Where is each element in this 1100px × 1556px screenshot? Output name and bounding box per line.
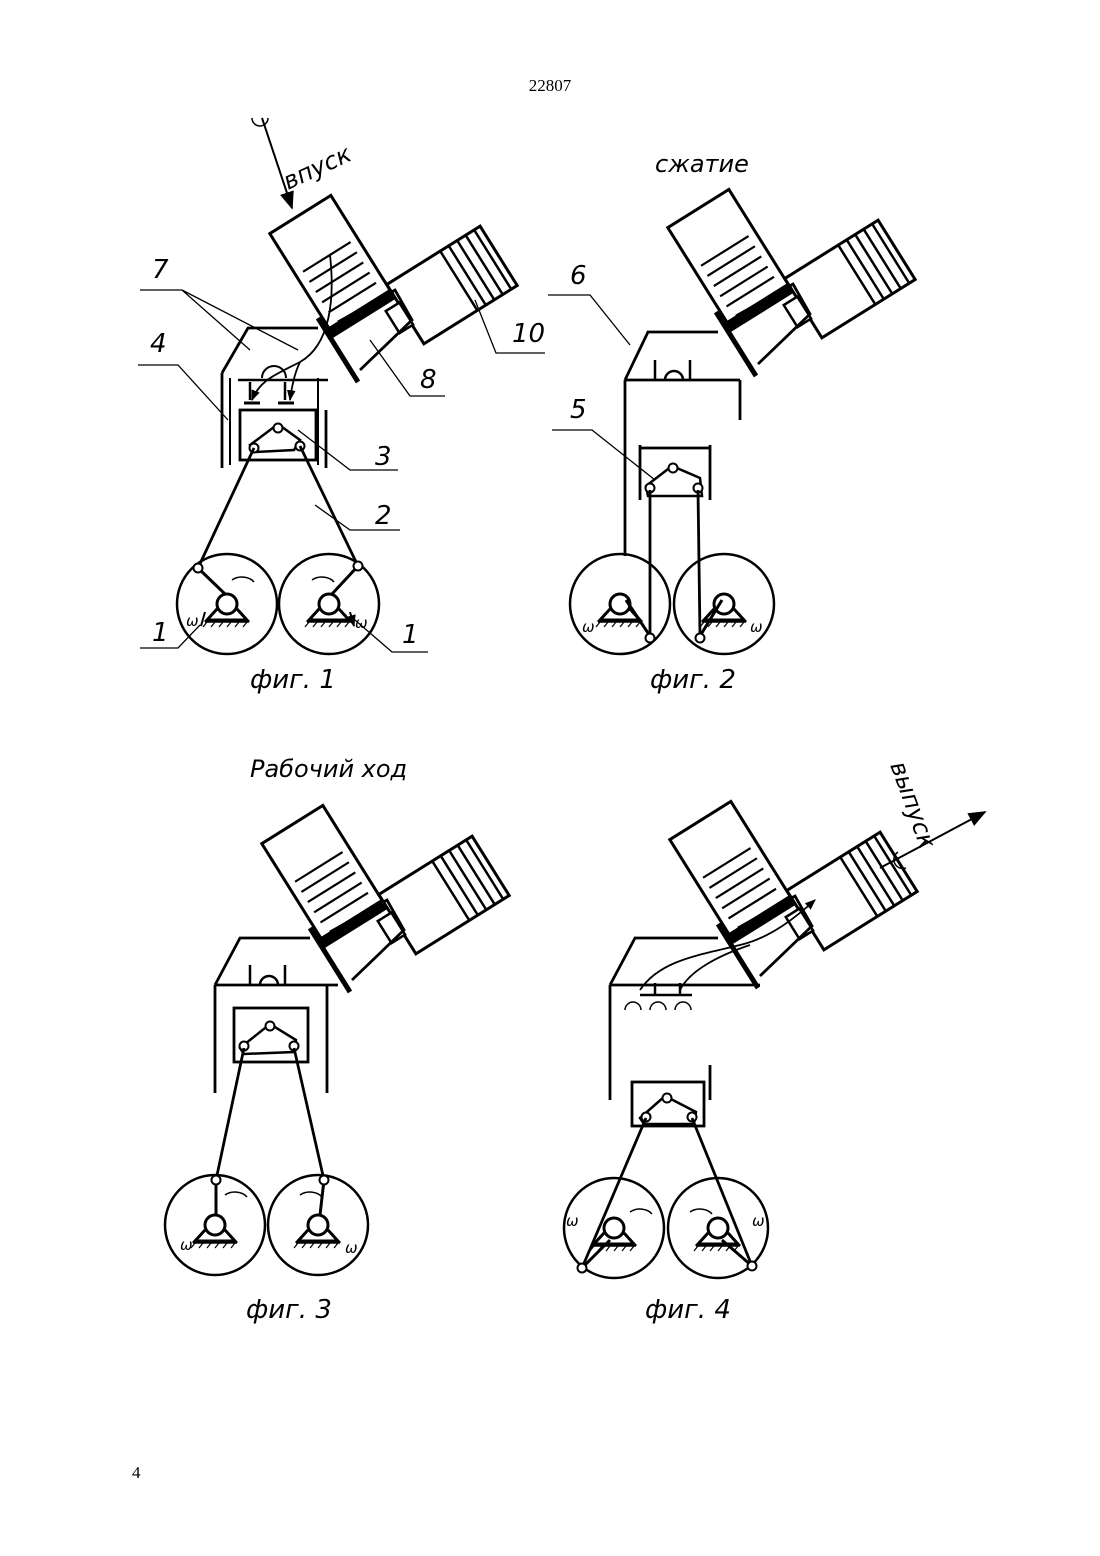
label-5: 5 [570, 395, 587, 425]
stage-label-exhaust: выпуск [884, 757, 941, 852]
figure-2: ω ω сжатие 6 5 фиг. 2 [548, 150, 915, 695]
figure-4: выпуск ω ω фиг. 4 [564, 757, 985, 1325]
omega-symbol: ω [582, 618, 595, 636]
label-1-left: 1 [152, 618, 169, 648]
omega-symbol: ω [180, 1236, 193, 1254]
figure-1: ω ω впуск 7 4 3 2 8 10 1 1 фиг. 1 [138, 118, 545, 695]
figure-3: ω ω Рабочий ход фиг. 3 [165, 755, 509, 1325]
label-4: 4 [150, 329, 167, 359]
omega-symbol: ω [186, 612, 199, 630]
caption-fig-1: фиг. 1 [250, 665, 336, 695]
stage-label-compression: сжатие [655, 150, 749, 178]
label-8: 8 [420, 365, 437, 395]
label-3: 3 [375, 442, 392, 472]
omega-symbol: ω [566, 1212, 579, 1230]
omega-symbol: ω [752, 1212, 765, 1230]
omega-symbol: ω [345, 1239, 358, 1257]
caption-fig-4: фиг. 4 [645, 1295, 731, 1325]
caption-fig-2: фиг. 2 [650, 665, 736, 695]
label-2: 2 [375, 501, 392, 531]
stage-label-power-stroke: Рабочий ход [250, 755, 407, 783]
label-6: 6 [570, 261, 587, 291]
label-10: 10 [512, 319, 545, 349]
label-7: 7 [152, 255, 169, 285]
stage-label-intake: впуск [279, 140, 356, 196]
caption-fig-3: фиг. 3 [246, 1295, 332, 1325]
omega-symbol: ω [750, 618, 763, 636]
label-1-right: 1 [402, 620, 419, 650]
